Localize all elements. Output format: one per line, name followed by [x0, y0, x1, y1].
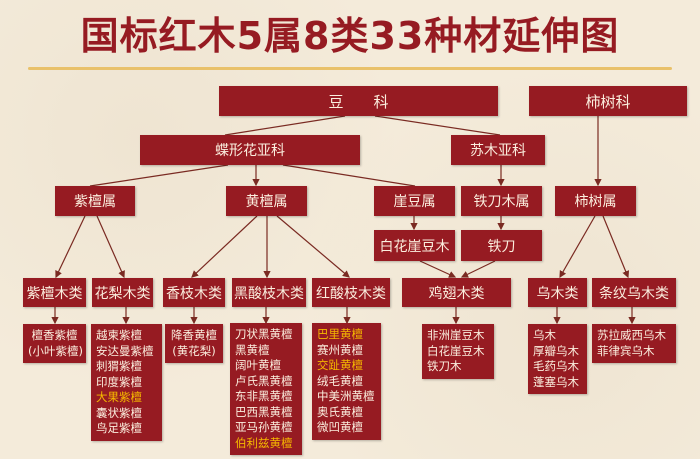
- species-item: 降香黄檀: [171, 328, 217, 342]
- species-list-xiangzhi: 降香黄檀 (黄花梨): [165, 324, 223, 363]
- species-item: 菲律宾乌木: [597, 343, 655, 358]
- species-item-highlight: 交趾黄檀: [317, 358, 363, 372]
- species-item: 铁刀木: [427, 359, 462, 373]
- subfamily-papilionoideae: 蝶形花亚科: [140, 135, 360, 165]
- species-item: 刀状黑黄檀: [235, 327, 293, 341]
- species-item: 厚瓣乌木: [533, 343, 579, 358]
- species-item: 黑黄檀: [235, 342, 270, 357]
- species-item: 印度紫檀: [96, 374, 142, 389]
- subfamily-caesalpinioideae: 苏木亚科: [451, 135, 545, 165]
- species-item: 卢氏黑黄檀: [235, 373, 293, 388]
- species-item: 苏拉威西乌木: [597, 328, 666, 342]
- species-item: 越柬紫檀: [96, 328, 142, 342]
- species-item: 中美洲黄檀: [317, 389, 375, 403]
- species-item: 鸟足紫檀: [96, 421, 142, 435]
- species-item: 赛州黄檀: [317, 342, 363, 357]
- species-item: 阔叶黄檀: [235, 358, 281, 372]
- species-list-tiaowen: 苏拉威西乌木 菲律宾乌木: [592, 324, 676, 363]
- species-item: 檀香紫檀: [31, 328, 78, 342]
- species-list-hongsuanzhi: 巴里黄檀 赛州黄檀 交趾黄檀 绒毛黄檀 中美洲黄檀 奥氏黄檀 微凹黄檀: [312, 323, 381, 440]
- species-item-highlight: 大果紫檀: [96, 390, 142, 404]
- species-list-jichi: 非洲崖豆木 白花崖豆木 铁刀木: [422, 324, 494, 379]
- species-item: 微凹黄檀: [317, 420, 363, 434]
- title-underline: [28, 67, 672, 70]
- class-heisuanzhi: 黑酸枝木类: [232, 278, 306, 307]
- species-item: 刺猬紫檀: [96, 359, 142, 373]
- class-tiaowen: 条纹乌木类: [592, 278, 676, 307]
- species-item: (黄花梨): [172, 343, 216, 358]
- species-item: 奥氏黄檀: [317, 404, 363, 419]
- class-jichi: 鸡翅木类: [402, 278, 511, 307]
- species-item: 巴西黑黄檀: [235, 404, 293, 419]
- class-wumu: 乌木类: [528, 278, 587, 307]
- diagram-title: 国标红木5属8类33种材延伸图: [80, 14, 620, 58]
- species-item: 囊状紫檀: [96, 405, 142, 420]
- class-huali: 花梨木类: [92, 278, 153, 307]
- species-item: 毛药乌木: [533, 359, 579, 373]
- family-ebenaceae: 柿树科: [529, 86, 687, 116]
- species-item: 非洲崖豆木: [427, 328, 485, 342]
- genus-dalbergia: 黄檀属: [226, 186, 307, 216]
- species-list-wumu: 乌木 厚瓣乌木 毛药乌木 蓬塞乌木: [528, 324, 587, 394]
- species-item: 白花崖豆木: [427, 343, 485, 358]
- genus-diospyros: 柿树属: [555, 186, 636, 216]
- species-item: 乌木: [533, 328, 556, 342]
- species-item-highlight: 巴里黄檀: [317, 327, 363, 341]
- species-list-heisuanzhi: 刀状黑黄檀 黑黄檀 阔叶黄檀 卢氏黑黄檀 东非黑黄檀 巴西黑黄檀 亚马孙黄檀 伯…: [230, 323, 302, 455]
- species-item: 蓬塞乌木: [533, 374, 579, 389]
- class-zitan: 紫檀木类: [23, 278, 86, 307]
- species-cassia-siamea: 铁刀: [461, 230, 542, 261]
- genus-millettia: 崖豆属: [374, 186, 455, 216]
- species-millettia-leucantha: 白花崖豆木: [374, 230, 455, 261]
- species-list-huali: 越柬紫檀 安达曼紫檀 刺猬紫檀 印度紫檀 大果紫檀 囊状紫檀 鸟足紫檀: [91, 324, 162, 441]
- species-item-highlight: 伯利兹黄檀: [235, 435, 293, 450]
- species-list-zitan: 檀香紫檀 (小叶紫檀): [23, 324, 86, 363]
- species-item: 东非黑黄檀: [235, 389, 293, 403]
- genus-pterocarpus: 紫檀属: [55, 186, 135, 216]
- genus-cassia: 铁刀木属: [461, 186, 542, 216]
- species-item: (小叶紫檀): [28, 343, 83, 358]
- species-item: 亚马孙黄檀: [235, 420, 293, 434]
- species-item: 安达曼紫檀: [96, 343, 154, 358]
- class-xiangzhi: 香枝木类: [163, 278, 225, 307]
- class-hongsuanzhi: 红酸枝木类: [312, 278, 390, 307]
- family-legume: 豆 科: [219, 86, 498, 116]
- species-item: 绒毛黄檀: [317, 373, 363, 388]
